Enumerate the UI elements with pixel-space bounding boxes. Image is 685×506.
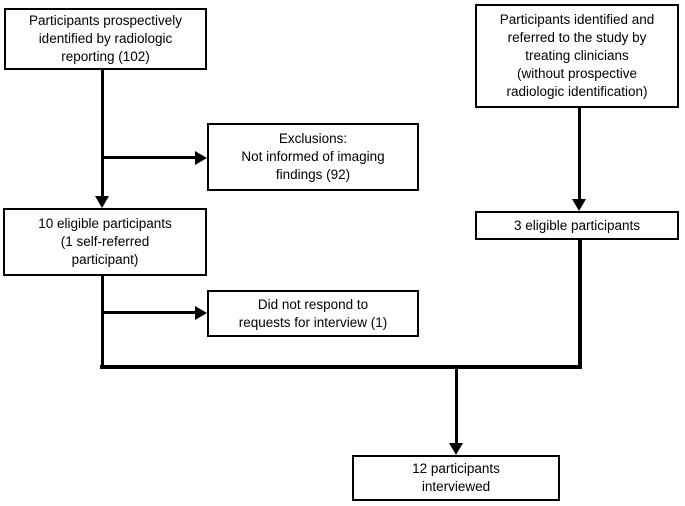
node-prospective-radiologic: Participants prospectively identified by… [4, 8, 207, 70]
line-merge-horizontal [100, 365, 582, 369]
arrowhead-right-icon [195, 306, 207, 320]
line-eligible-clinician-down [578, 240, 582, 369]
line-eligible-prospective-down [101, 276, 104, 369]
line-merge-to-interviewed [455, 369, 458, 444]
node-interviewed: 12 participants interviewed [352, 455, 560, 501]
line-branch-to-exclusions [101, 156, 196, 159]
node-no-response: Did not respond to requests for intervie… [207, 290, 419, 337]
arrowhead-down-icon [572, 199, 586, 211]
arrowhead-down-icon [449, 443, 463, 455]
node-clinician-referred: Participants identified and referred to … [475, 4, 679, 108]
line-prospective-to-eligible [101, 70, 104, 198]
arrowhead-right-icon [195, 151, 207, 165]
node-exclusions: Exclusions: Not informed of imaging find… [207, 123, 419, 191]
line-branch-to-no-response [101, 311, 196, 314]
node-eligible-clinician: 3 eligible participants [475, 211, 679, 240]
node-eligible-prospective: 10 eligible participants (1 self-referre… [3, 208, 207, 276]
line-clinician-to-eligible [578, 108, 581, 201]
arrowhead-down-icon [95, 196, 109, 208]
